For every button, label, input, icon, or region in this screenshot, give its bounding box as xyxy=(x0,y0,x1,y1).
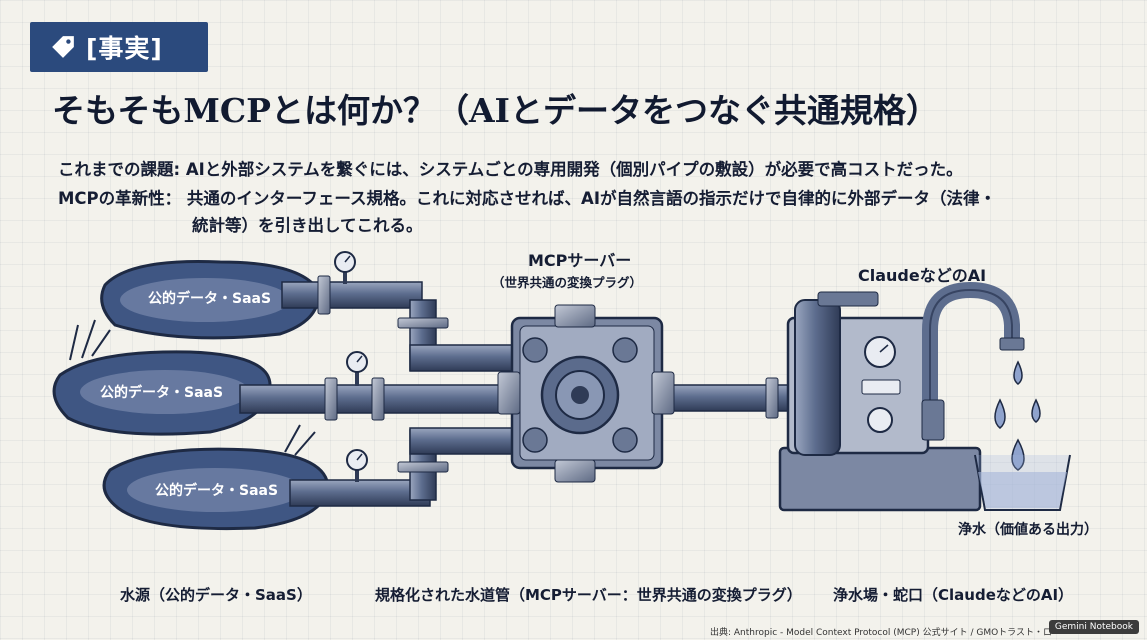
issue-key: これまでの課題: xyxy=(58,160,181,179)
mcp-server-subtitle: （世界共通の変換プラグ） xyxy=(492,275,643,290)
issue-text: AIと外部システムを繋ぐには、システムごとの専用開発（個別パイプの敷設）が必要で… xyxy=(185,160,963,179)
pipe-network xyxy=(239,251,801,507)
notebook-badge: Gemini Notebook xyxy=(1048,620,1139,634)
pond-label-2: 公的データ・SaaS xyxy=(100,385,224,401)
data-source-pond-2 xyxy=(52,319,272,436)
innovation-text-cont: 統計等）を引き出してこれる。 xyxy=(192,216,423,235)
category-tag: [事実] xyxy=(30,22,208,72)
description-row-innovation: MCPの革新性： 共通のインターフェース規格。これに対応させれば、AIが自然言語… xyxy=(58,185,996,209)
mcp-server-title: MCPサーバー xyxy=(528,251,632,270)
data-source-pond-3 xyxy=(102,424,330,531)
ai-purifier-machine xyxy=(778,281,1071,512)
source-citation: 出典: Anthropic - Model Context Protocol (… xyxy=(709,628,1052,638)
pond-label-1: 公的データ・SaaS xyxy=(148,291,272,307)
footer-pipe: 規格化された水道管（MCPサーバー：世界共通の変換プラグ） xyxy=(375,586,802,604)
tag-icon xyxy=(52,36,74,58)
innovation-key: MCPの革新性： xyxy=(58,189,182,208)
ai-label: ClaudeなどのAI xyxy=(858,266,987,285)
footer-purifier: 浄水場・蛇口（ClaudeなどのAI） xyxy=(833,586,1074,604)
water-system-illustration xyxy=(52,251,1071,531)
category-tag-label: [事実] xyxy=(86,34,163,63)
pond-label-3: 公的データ・SaaS xyxy=(155,483,279,499)
description-row-issue: これまでの課題: AIと外部システムを繋ぐには、システムごとの専用開発（個別パイ… xyxy=(58,156,963,180)
mcp-server-device xyxy=(497,304,675,483)
innovation-text: 共通のインターフェース規格。これに対応させれば、AIが自然言語の指示だけで自律的… xyxy=(186,189,996,208)
page-title: そもそもMCPとは何か？（AIとデータをつなぐ共通規格） xyxy=(52,91,939,130)
footer-water-source: 水源（公的データ・SaaS） xyxy=(120,586,312,604)
data-source-pond-1 xyxy=(100,260,320,340)
output-label: 浄水（価値ある出力） xyxy=(958,522,1098,538)
